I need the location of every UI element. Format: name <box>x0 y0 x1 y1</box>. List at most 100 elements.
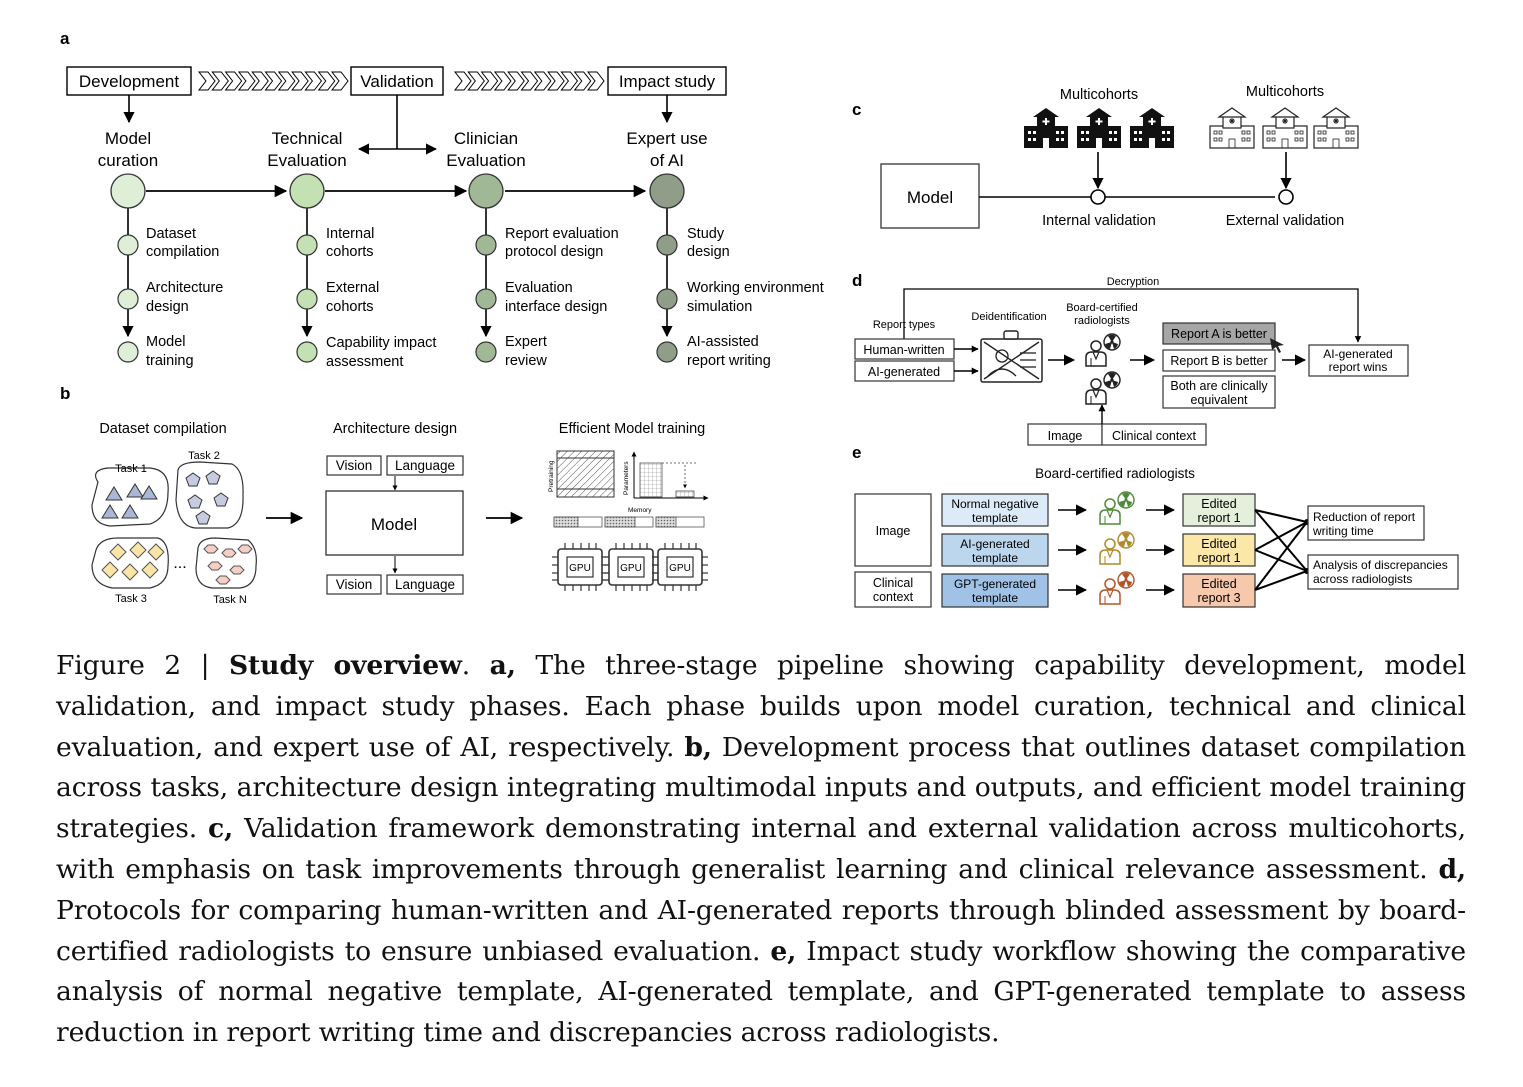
deidentification-label: Deidentification <box>971 311 1046 323</box>
phase-box-development <box>66 66 192 96</box>
edited-report-2-box <box>1182 533 1256 567</box>
chevron-icon <box>317 71 336 91</box>
stage-3-title: Clinician <box>454 129 518 148</box>
e-image-label: Image <box>876 524 911 538</box>
stage-4-step-1-label: Study <box>687 226 725 242</box>
internal-validation-label: Internal validation <box>1042 213 1156 229</box>
panel-letter-c: c <box>852 100 861 119</box>
chevron-icon <box>507 71 525 91</box>
radiologist-1-icon <box>1085 333 1121 367</box>
decryption-arrow <box>903 288 1362 343</box>
panel-letter-b: b <box>60 384 70 403</box>
chevron-icon <box>533 71 552 91</box>
chevron-icon <box>211 71 229 91</box>
stage-1-step-2-node <box>117 288 139 310</box>
report-types-label: Report types <box>873 319 936 331</box>
output-vision-label: Vision <box>336 577 373 592</box>
architecture-design-title: Architecture design <box>333 421 457 437</box>
clinical-context-input-box <box>1101 423 1207 446</box>
stage-3-step-1-label: Report evaluation <box>505 226 619 242</box>
radiologist-orange-icon <box>1099 571 1135 605</box>
hospital-light-3-icon <box>1313 107 1359 149</box>
template-normal-label-line2: template <box>972 511 1018 525</box>
stage-1-step-1-node <box>117 234 139 256</box>
stage-4-step-3-label: AI-assisted <box>687 334 759 350</box>
chevron-icon <box>573 71 592 91</box>
stage-2-title-line2: Evaluation <box>267 151 346 170</box>
caption-e-text: Impact study workflow showing the compar… <box>56 935 1466 1049</box>
template-ai-label: AI-generated <box>960 537 1029 551</box>
hospital-light-1-icon <box>1209 107 1255 149</box>
chevron-icon <box>197 71 216 91</box>
panel-b: b Dataset compilation Task 1 Task 2 Task… <box>60 384 709 606</box>
stage-2-title: Technical <box>272 129 343 148</box>
stage-4-step-2-node <box>656 288 678 310</box>
internal-multicohorts-label: Multicohorts <box>1060 87 1138 103</box>
panel-a: a Development Validation Impact study Mo… <box>60 29 824 370</box>
image-input-label: Image <box>1048 429 1083 443</box>
stage-1-step-3-label: Model <box>146 334 186 350</box>
validation-model-label: Model <box>907 188 953 207</box>
stage-4-step-2-label: Working environment <box>687 280 824 296</box>
e-clinical-context-label: Clinical <box>873 576 913 590</box>
result-label: AI-generated <box>1323 347 1392 361</box>
radiologists-label: Board-certified <box>1066 302 1138 314</box>
panel-letter-e: e <box>852 443 861 462</box>
option-equivalent-label: Both are clinically <box>1170 379 1268 393</box>
option-report-b-label: Report B is better <box>1170 354 1267 368</box>
memory-bar-2-fill <box>604 516 636 528</box>
output-vision-box <box>326 574 382 595</box>
hospital-dark-1-icon <box>1024 108 1068 148</box>
clinical-context-input-label: Clinical context <box>1112 429 1197 443</box>
caption-a-text: The three-stage pipeline showing capabil… <box>56 650 1466 763</box>
stage-4-step-2-label-line2: simulation <box>687 299 752 315</box>
gpu-2-label: GPU <box>620 563 642 574</box>
chevron-arrows-dev-to-validation <box>197 71 349 91</box>
hospital-dark-2-icon <box>1077 108 1121 148</box>
validation-model-box <box>880 163 980 229</box>
stage-3-step-3-node <box>475 341 497 363</box>
figure-2-diagram: a Development Validation Impact study Mo… <box>60 29 1459 608</box>
outcome-reduction-label: Reduction of report <box>1313 510 1416 524</box>
e-clinical-context-box <box>854 571 932 608</box>
edited-report-2-label: Edited <box>1201 537 1236 551</box>
template-ai-label-line2: template <box>972 551 1018 565</box>
chevron-icon <box>547 71 565 91</box>
stage-4-step-3-label-line2: report writing <box>687 353 771 369</box>
stage-4-step-1-label-line2: design <box>687 244 730 260</box>
stage-1-step-2-label: Architecture <box>146 280 223 296</box>
edited-report-1-label: Edited <box>1201 497 1236 511</box>
chevron-icon <box>480 71 499 91</box>
id-card-icon <box>980 330 1043 383</box>
chevron-icon <box>520 71 539 91</box>
radiologists-label-line2: radiologists <box>1074 315 1130 327</box>
stage-2-step-2-label-line2: cohorts <box>326 299 374 315</box>
phase-box-validation <box>350 66 444 96</box>
caption-a-label: a, <box>489 650 516 681</box>
memory-axis-label: Memory <box>628 507 652 514</box>
input-vision-label: Vision <box>336 458 373 473</box>
chevron-icon <box>264 71 283 91</box>
board-certified-title: Board-certified radiologists <box>1035 466 1195 481</box>
phase-development-label: Development <box>79 72 179 91</box>
template-gpt-label-line2: template <box>972 591 1018 605</box>
task-1-triangles-icon <box>101 483 158 519</box>
panel-letter-d: d <box>852 271 862 290</box>
edited-report-3-box <box>1182 573 1256 608</box>
human-written-label: Human-written <box>863 343 944 357</box>
panel-d: d Decryption Report types Human-written … <box>852 271 1409 446</box>
task-3-diamonds-icon <box>101 541 165 581</box>
stage-1-step-1-label-line2: compilation <box>146 244 219 260</box>
option-equivalent-label-line2: equivalent <box>1191 393 1249 407</box>
edited-report-1-box <box>1182 493 1256 527</box>
caption-b-text: Development process that outlines datase… <box>56 731 1466 845</box>
reduced-params-bar <box>675 490 695 498</box>
option-report-b-box <box>1162 349 1276 372</box>
outcome-discrepancy-box <box>1307 554 1459 590</box>
chevron-icon <box>251 71 269 91</box>
task-2-label: Task 2 <box>188 450 220 462</box>
stage-2-step-3-label-line2: assessment <box>326 354 403 370</box>
edited-report-3-label-line2: report 3 <box>1197 591 1240 605</box>
caption-c-label: c, <box>208 813 234 845</box>
task-1-label: Task 1 <box>115 463 147 475</box>
